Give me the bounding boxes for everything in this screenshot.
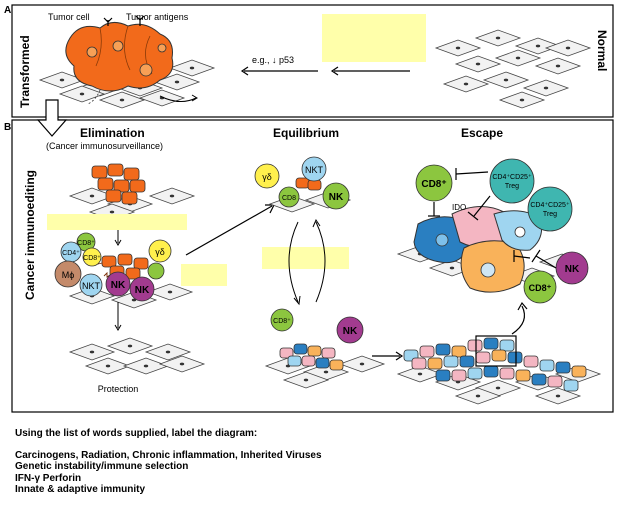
svg-text:CD8⁺: CD8⁺ (529, 283, 552, 293)
svg-text:CD8⁺: CD8⁺ (83, 255, 101, 262)
instruction-block: Using the list of words supplied, label … (15, 428, 615, 495)
label-box-immunity[interactable] (47, 214, 187, 230)
svg-text:CD8⁺: CD8⁺ (421, 179, 446, 190)
svg-text:NK: NK (565, 264, 580, 275)
inhibition-marks (428, 168, 557, 269)
equilibrium-top-cluster (269, 177, 351, 213)
transition-arrow (36, 99, 68, 137)
nk-cell-elim-2: NK (129, 276, 155, 302)
gd-cell-elim: γδ (148, 239, 172, 263)
panel-a-letter: A (4, 5, 11, 16)
cd8-cell-escape: CD8⁺ (415, 164, 453, 202)
macrophage-cell: Mϕ (54, 260, 82, 288)
elimination-subtitle: (Cancer immunosurveillance) (46, 141, 163, 151)
cd8-cell-eq: CD8 (278, 186, 300, 208)
nk-cell-escape: NK (555, 251, 589, 285)
svg-text:NK: NK (111, 280, 126, 291)
cd4-cell-elim: CD4⁺ (60, 241, 82, 263)
label-box-carcinogens[interactable] (322, 14, 426, 62)
instruction-heading: Using the list of words supplied, label … (15, 428, 258, 439)
transformed-label: Transformed (18, 35, 32, 108)
svg-text:CD8⁺: CD8⁺ (273, 318, 291, 325)
svg-text:NKT: NKT (82, 281, 101, 291)
escape-tumor-cells (413, 206, 543, 293)
svg-text:NK: NK (329, 192, 344, 203)
normal-tissue (435, 29, 591, 109)
elimination-tumor (69, 163, 195, 221)
cd8-cell-eq-2: CD8⁺ (270, 308, 294, 332)
word-item: Carcinogens, Radiation, Chronic inflamma… (15, 450, 322, 462)
svg-text:γδ: γδ (155, 247, 165, 257)
svg-text:CD4⁺CD25⁺: CD4⁺CD25⁺ (530, 202, 570, 209)
svg-text:CD8: CD8 (282, 195, 296, 202)
elimination-title: Elimination (80, 126, 145, 140)
tumor-cell-label: Tumor cell (48, 12, 90, 22)
equilibrium-tumor (265, 343, 385, 389)
p53-label: e.g., ↓ p53 (252, 55, 294, 65)
protection-tissue (69, 337, 205, 375)
treg-cell-2: CD4⁺CD25⁺ Treg (527, 186, 573, 232)
nk-cell-elim: NK (105, 271, 131, 297)
cd8-cell-escape-2: CD8⁺ (523, 270, 557, 304)
cd8-cell-elim-3 (147, 262, 165, 280)
gd-cell-eq: γδ (254, 163, 280, 189)
word-item: Innate & adaptive immunity (15, 483, 146, 495)
word-item: Genetic instability/immune selection (15, 461, 189, 473)
svg-text:γδ: γδ (262, 172, 272, 182)
nkt-cell-elim: NKT (79, 273, 103, 297)
ido-label: IDO (452, 203, 466, 212)
svg-text:NKT: NKT (305, 165, 324, 175)
escape-zoom-arrow (511, 305, 525, 335)
cancer-immunoediting-label: Cancer immunoediting (23, 170, 37, 300)
label-box-ifn[interactable] (181, 264, 227, 286)
svg-text:CD8⁺: CD8⁺ (77, 240, 95, 247)
escape-tumor-field (397, 335, 601, 405)
panel-b-frame (11, 119, 614, 413)
treg-cell-1: CD4⁺CD25⁺ Treg (489, 158, 535, 204)
panel-b-letter: B (4, 122, 11, 133)
svg-text:Mϕ: Mϕ (62, 270, 75, 280)
normal-label: Normal (595, 30, 609, 71)
tumor-antigens-label: Tumor antigens (126, 12, 189, 22)
tumor-cell-cluster (65, 15, 198, 105)
svg-text:CD4⁺: CD4⁺ (62, 250, 80, 257)
equilibrium-title: Equilibrium (273, 126, 339, 140)
label-box-genetic[interactable] (262, 247, 349, 269)
svg-text:NK: NK (343, 326, 358, 337)
nkt-cell-eq: NKT (301, 156, 327, 182)
nk-cell-eq: NK (322, 182, 350, 210)
svg-text:NK: NK (135, 285, 150, 296)
nk-cell-eq-2: NK (336, 316, 364, 344)
svg-text:Treg: Treg (543, 211, 557, 218)
protection-label: Protection (98, 384, 139, 394)
word-item: IFN-γ Perforin (15, 472, 82, 484)
escape-title: Escape (461, 126, 503, 140)
cd8-cell-elim-2: CD8⁺ (82, 247, 102, 267)
panel-a-frame (11, 4, 614, 118)
svg-text:Treg: Treg (505, 183, 519, 190)
svg-text:CD4⁺CD25⁺: CD4⁺CD25⁺ (492, 174, 532, 181)
